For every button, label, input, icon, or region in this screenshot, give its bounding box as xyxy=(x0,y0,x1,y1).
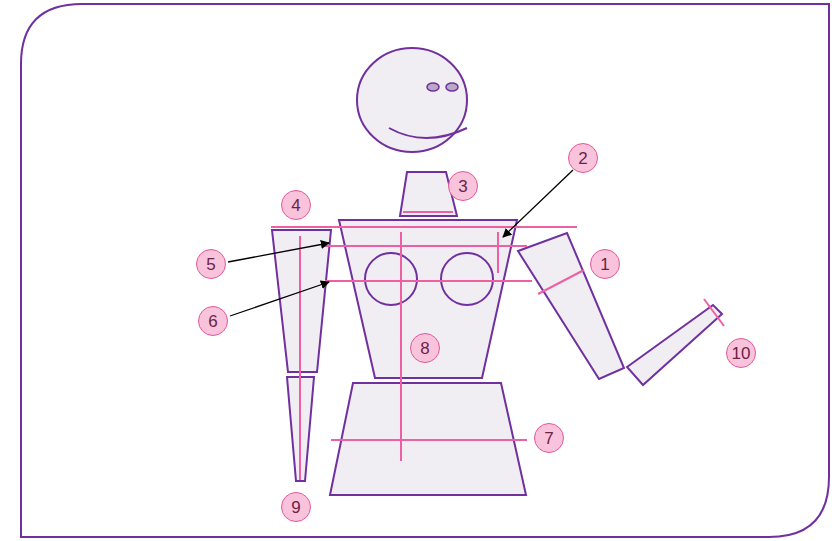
callout-number: 9 xyxy=(281,492,311,522)
torso xyxy=(339,220,517,378)
callout-number: 2 xyxy=(568,143,598,173)
bust-circle xyxy=(441,253,493,305)
leader-arrow xyxy=(503,170,573,237)
measure-line xyxy=(325,280,532,282)
leader-arrow xyxy=(230,282,329,316)
measure-line xyxy=(325,245,527,247)
callout-number: 5 xyxy=(196,249,226,279)
callout-number: 8 xyxy=(410,333,440,363)
bust-circle xyxy=(365,253,417,305)
upper-arm xyxy=(272,230,331,372)
smile xyxy=(389,128,467,138)
measure-line xyxy=(497,232,499,273)
leader-arrow xyxy=(228,243,329,262)
measure-line xyxy=(538,270,584,294)
callout-number: 10 xyxy=(726,338,756,368)
callout-number: 7 xyxy=(534,423,564,453)
measure-line xyxy=(299,236,301,480)
measure-line xyxy=(331,439,527,441)
measure-line xyxy=(403,211,453,213)
callout-number: 1 xyxy=(590,249,620,279)
upper-arm xyxy=(518,233,624,379)
callout-number: 4 xyxy=(281,190,311,220)
measure-line xyxy=(400,232,402,461)
skirt xyxy=(330,383,526,495)
forearm xyxy=(627,305,722,385)
eye xyxy=(427,83,439,91)
head xyxy=(357,48,467,152)
callout-number: 3 xyxy=(448,171,478,201)
frame xyxy=(21,4,829,537)
measure-line xyxy=(271,226,577,228)
callout-number: 6 xyxy=(198,306,228,336)
eye xyxy=(446,83,458,91)
measure-line xyxy=(704,299,724,326)
